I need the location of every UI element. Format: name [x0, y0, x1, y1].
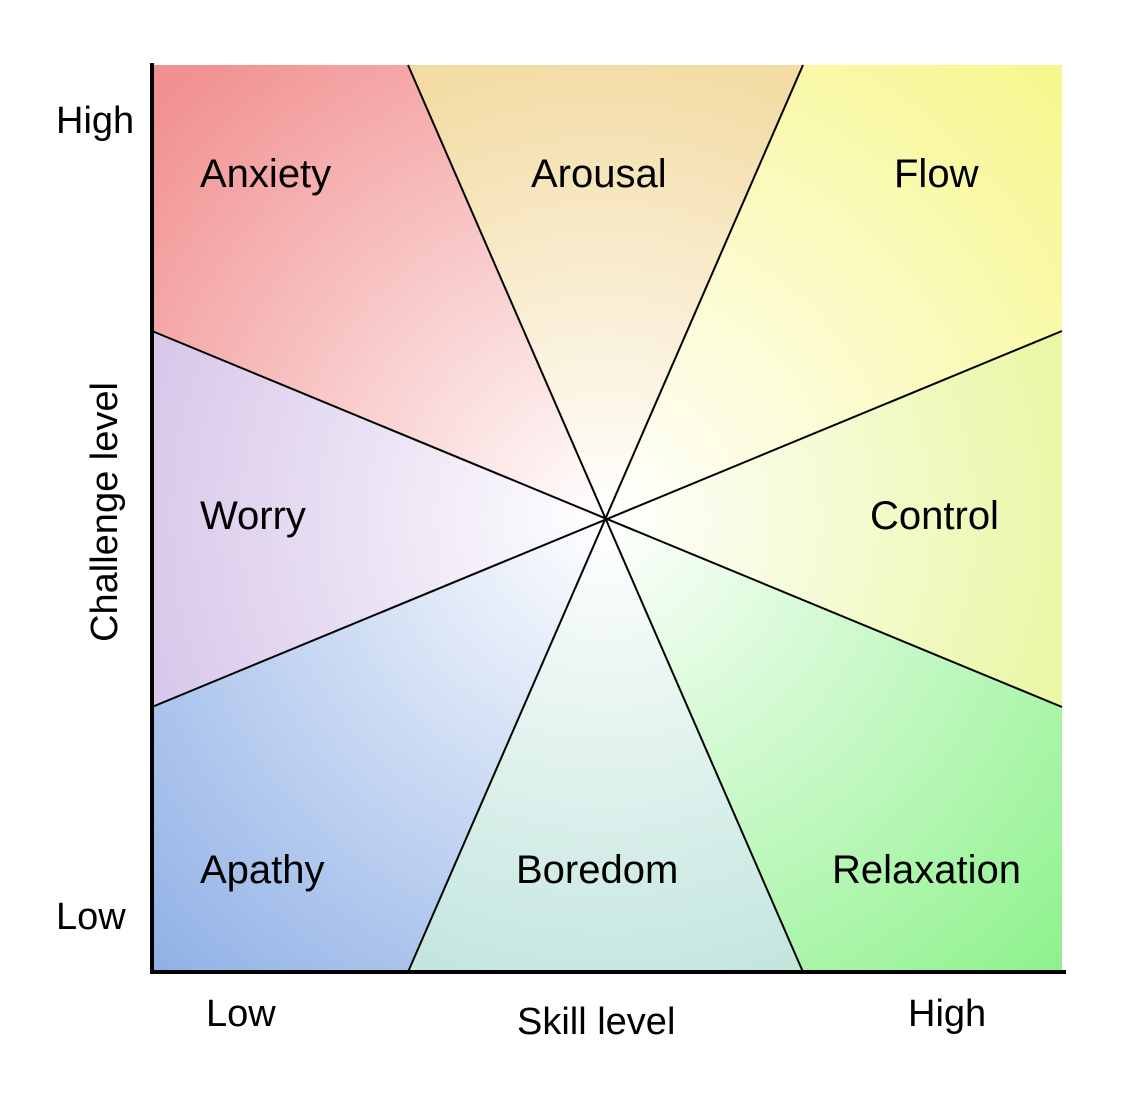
label-control: Control [870, 494, 999, 538]
region-worry [152, 331, 605, 707]
divider-lines [151, 64, 1063, 973]
x-axis-title: Skill level [517, 1001, 675, 1043]
label-boredom: Boredom [516, 848, 678, 892]
x-axis-low-label: Low [206, 993, 276, 1035]
y-axis-low-label: Low [56, 896, 126, 938]
region-control [605, 331, 1062, 707]
region-relaxation [605, 519, 1062, 972]
label-anxiety: Anxiety [200, 152, 331, 196]
x-axis-high-label: High [908, 993, 986, 1035]
region-anxiety [152, 65, 605, 519]
label-flow: Flow [894, 152, 979, 196]
y-axis-high-label: High [56, 100, 134, 142]
label-relaxation: Relaxation [832, 848, 1021, 892]
divider-line-4 [151, 330, 1063, 708]
region-apathy [152, 519, 605, 972]
label-apathy: Apathy [200, 848, 325, 892]
region-flow [605, 65, 1062, 519]
region-arousal [408, 65, 803, 519]
region-boredom [408, 519, 803, 972]
label-arousal: Arousal [531, 152, 667, 196]
y-axis-title: Challenge level [84, 382, 126, 642]
label-worry: Worry [200, 494, 306, 538]
